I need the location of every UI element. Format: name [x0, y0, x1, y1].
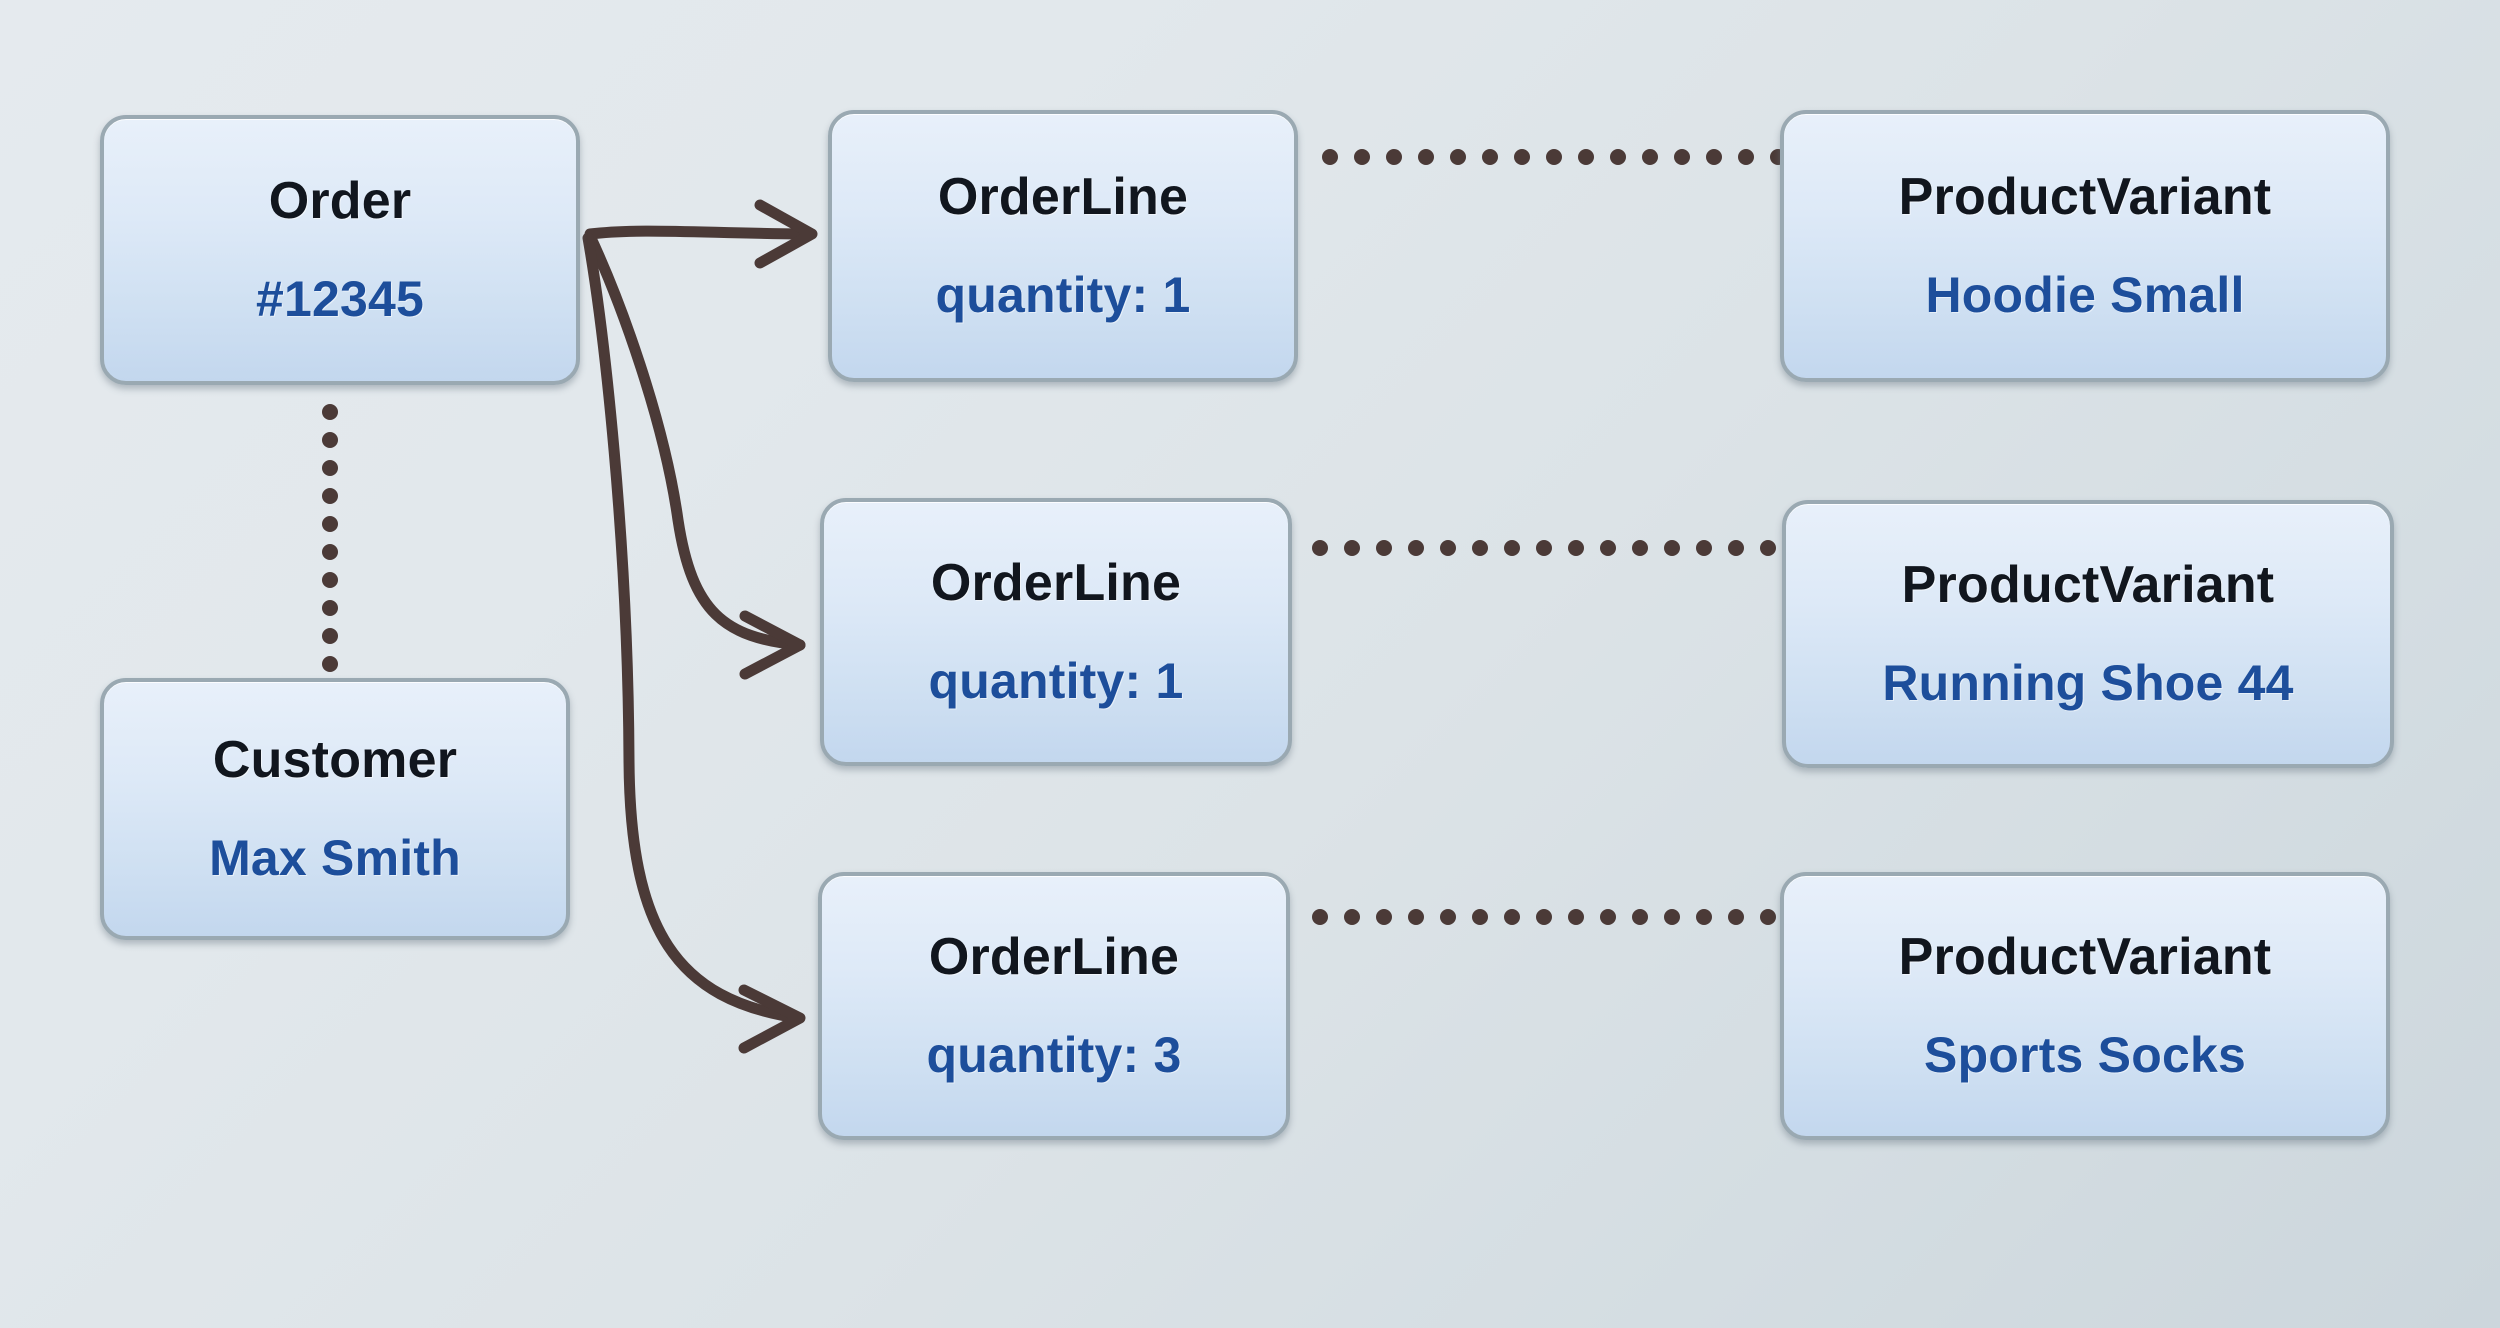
node-productvariant-3-subtitle: Sports Socks: [1924, 1027, 2246, 1084]
node-order-title: Order: [268, 172, 412, 231]
node-productvariant-2-title: ProductVariant: [1901, 556, 2275, 615]
node-orderline-2-subtitle: quantity: 1: [928, 653, 1184, 710]
node-customer[interactable]: Customer Max Smith: [100, 678, 570, 940]
node-orderline-2[interactable]: OrderLine quantity: 1: [820, 498, 1292, 766]
node-orderline-3-subtitle: quantity: 3: [926, 1027, 1182, 1084]
edge-orderline-1-to-variant-1: [1322, 149, 1786, 165]
node-productvariant-2-subtitle: Running Shoe 44: [1882, 655, 2294, 712]
node-productvariant-3[interactable]: ProductVariant Sports Socks: [1780, 872, 2390, 1140]
node-orderline-3-title: OrderLine: [928, 928, 1180, 987]
edge-order-to-orderline-3: [582, 232, 806, 1054]
edge-orderline-3-to-variant-3: [1312, 909, 1776, 925]
node-orderline-2-title: OrderLine: [930, 554, 1182, 613]
node-order[interactable]: Order #12345: [100, 115, 580, 385]
edge-orderline-2-to-variant-2: [1312, 540, 1776, 556]
node-productvariant-1-subtitle: Hoodie Small: [1925, 267, 2245, 324]
node-productvariant-1-title: ProductVariant: [1898, 168, 2272, 227]
node-orderline-1[interactable]: OrderLine quantity: 1: [828, 110, 1298, 382]
edge-order-to-orderline-2: [584, 230, 806, 680]
node-customer-subtitle: Max Smith: [209, 830, 461, 887]
node-orderline-1-title: OrderLine: [937, 168, 1189, 227]
node-productvariant-2[interactable]: ProductVariant Running Shoe 44: [1782, 500, 2394, 768]
node-customer-title: Customer: [212, 731, 458, 790]
node-orderline-3[interactable]: OrderLine quantity: 3: [818, 872, 1290, 1140]
edge-order-to-customer: [322, 404, 338, 672]
node-order-subtitle: #12345: [255, 271, 425, 328]
node-productvariant-1[interactable]: ProductVariant Hoodie Small: [1780, 110, 2390, 382]
node-orderline-1-subtitle: quantity: 1: [935, 267, 1191, 324]
node-productvariant-3-title: ProductVariant: [1898, 928, 2272, 987]
edge-order-to-orderline-1: [584, 199, 818, 269]
